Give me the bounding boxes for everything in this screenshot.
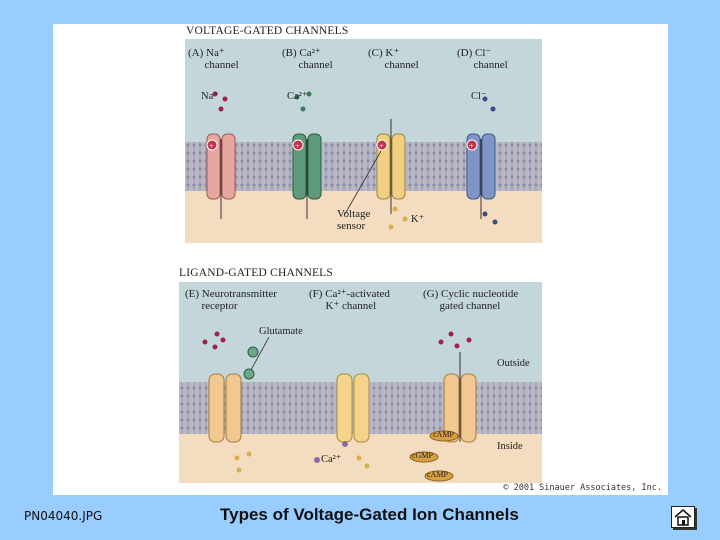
cgmp-label: cGMP [412, 451, 433, 460]
panel-a-label: (A) Na⁺ channel [188, 47, 239, 71]
home-icon [674, 509, 692, 526]
panel-d-label: (D) Cl⁻ channel [457, 47, 508, 71]
glutamate-label: Glutamate [259, 326, 303, 337]
k-channel: + [344, 119, 406, 215]
camp-label-2: cAMP [427, 470, 448, 479]
svg-text:+: + [469, 142, 474, 151]
copyright-notice: © 2001 Sinauer Associates, Inc. [503, 483, 662, 493]
ligand-panel: (E) Neurotransmitter receptor (F) Ca²⁺-a… [179, 282, 542, 483]
panel-e-label: (E) Neurotransmitter receptor [185, 288, 277, 312]
svg-text:+: + [295, 142, 300, 151]
image-filename: PN04040.JPG [24, 509, 103, 523]
ca-ion-label: Ca²⁺ [287, 91, 308, 102]
cl-ion-label: Cl⁻ [471, 91, 487, 102]
svg-text:+: + [379, 142, 384, 151]
camp-label-1: cAMP [433, 430, 454, 439]
inside-label: Inside [497, 441, 523, 452]
figure-voltage-gated-channels: VOLTAGE-GATED CHANNELS [53, 24, 668, 495]
cl-channel: + [466, 133, 496, 219]
panel-b-label: (B) Ca²⁺ channel [282, 47, 333, 71]
panel-c-label: (C) K⁺ channel [368, 47, 419, 71]
outside-label: Outside [497, 358, 530, 369]
k-ion-label: K⁺ [411, 214, 425, 225]
voltage-panel: + + + [185, 39, 542, 243]
voltage-illustration: + + + [185, 91, 542, 243]
voltage-sensor-label: Voltage sensor [337, 208, 371, 232]
na-ion-label: Na⁺ [201, 91, 219, 102]
ca-ligand-label: Ca²⁺ [321, 454, 342, 465]
ligand-section-title: LIGAND-GATED CHANNELS [179, 267, 334, 279]
panel-g-label: (G) Cyclic nucleotide gated channel [423, 288, 519, 312]
na-channel: + [206, 133, 236, 219]
svg-text:+: + [209, 142, 214, 151]
ligand-illustration [179, 331, 542, 483]
slide-title: Types of Voltage-Gated Ion Channels [220, 505, 519, 524]
voltage-section-title: VOLTAGE-GATED CHANNELS [186, 25, 349, 37]
home-button[interactable] [671, 506, 695, 528]
panel-f-label: (F) Ca²⁺-activated K⁺ channel [309, 288, 390, 312]
ca-channel: + [292, 133, 322, 219]
